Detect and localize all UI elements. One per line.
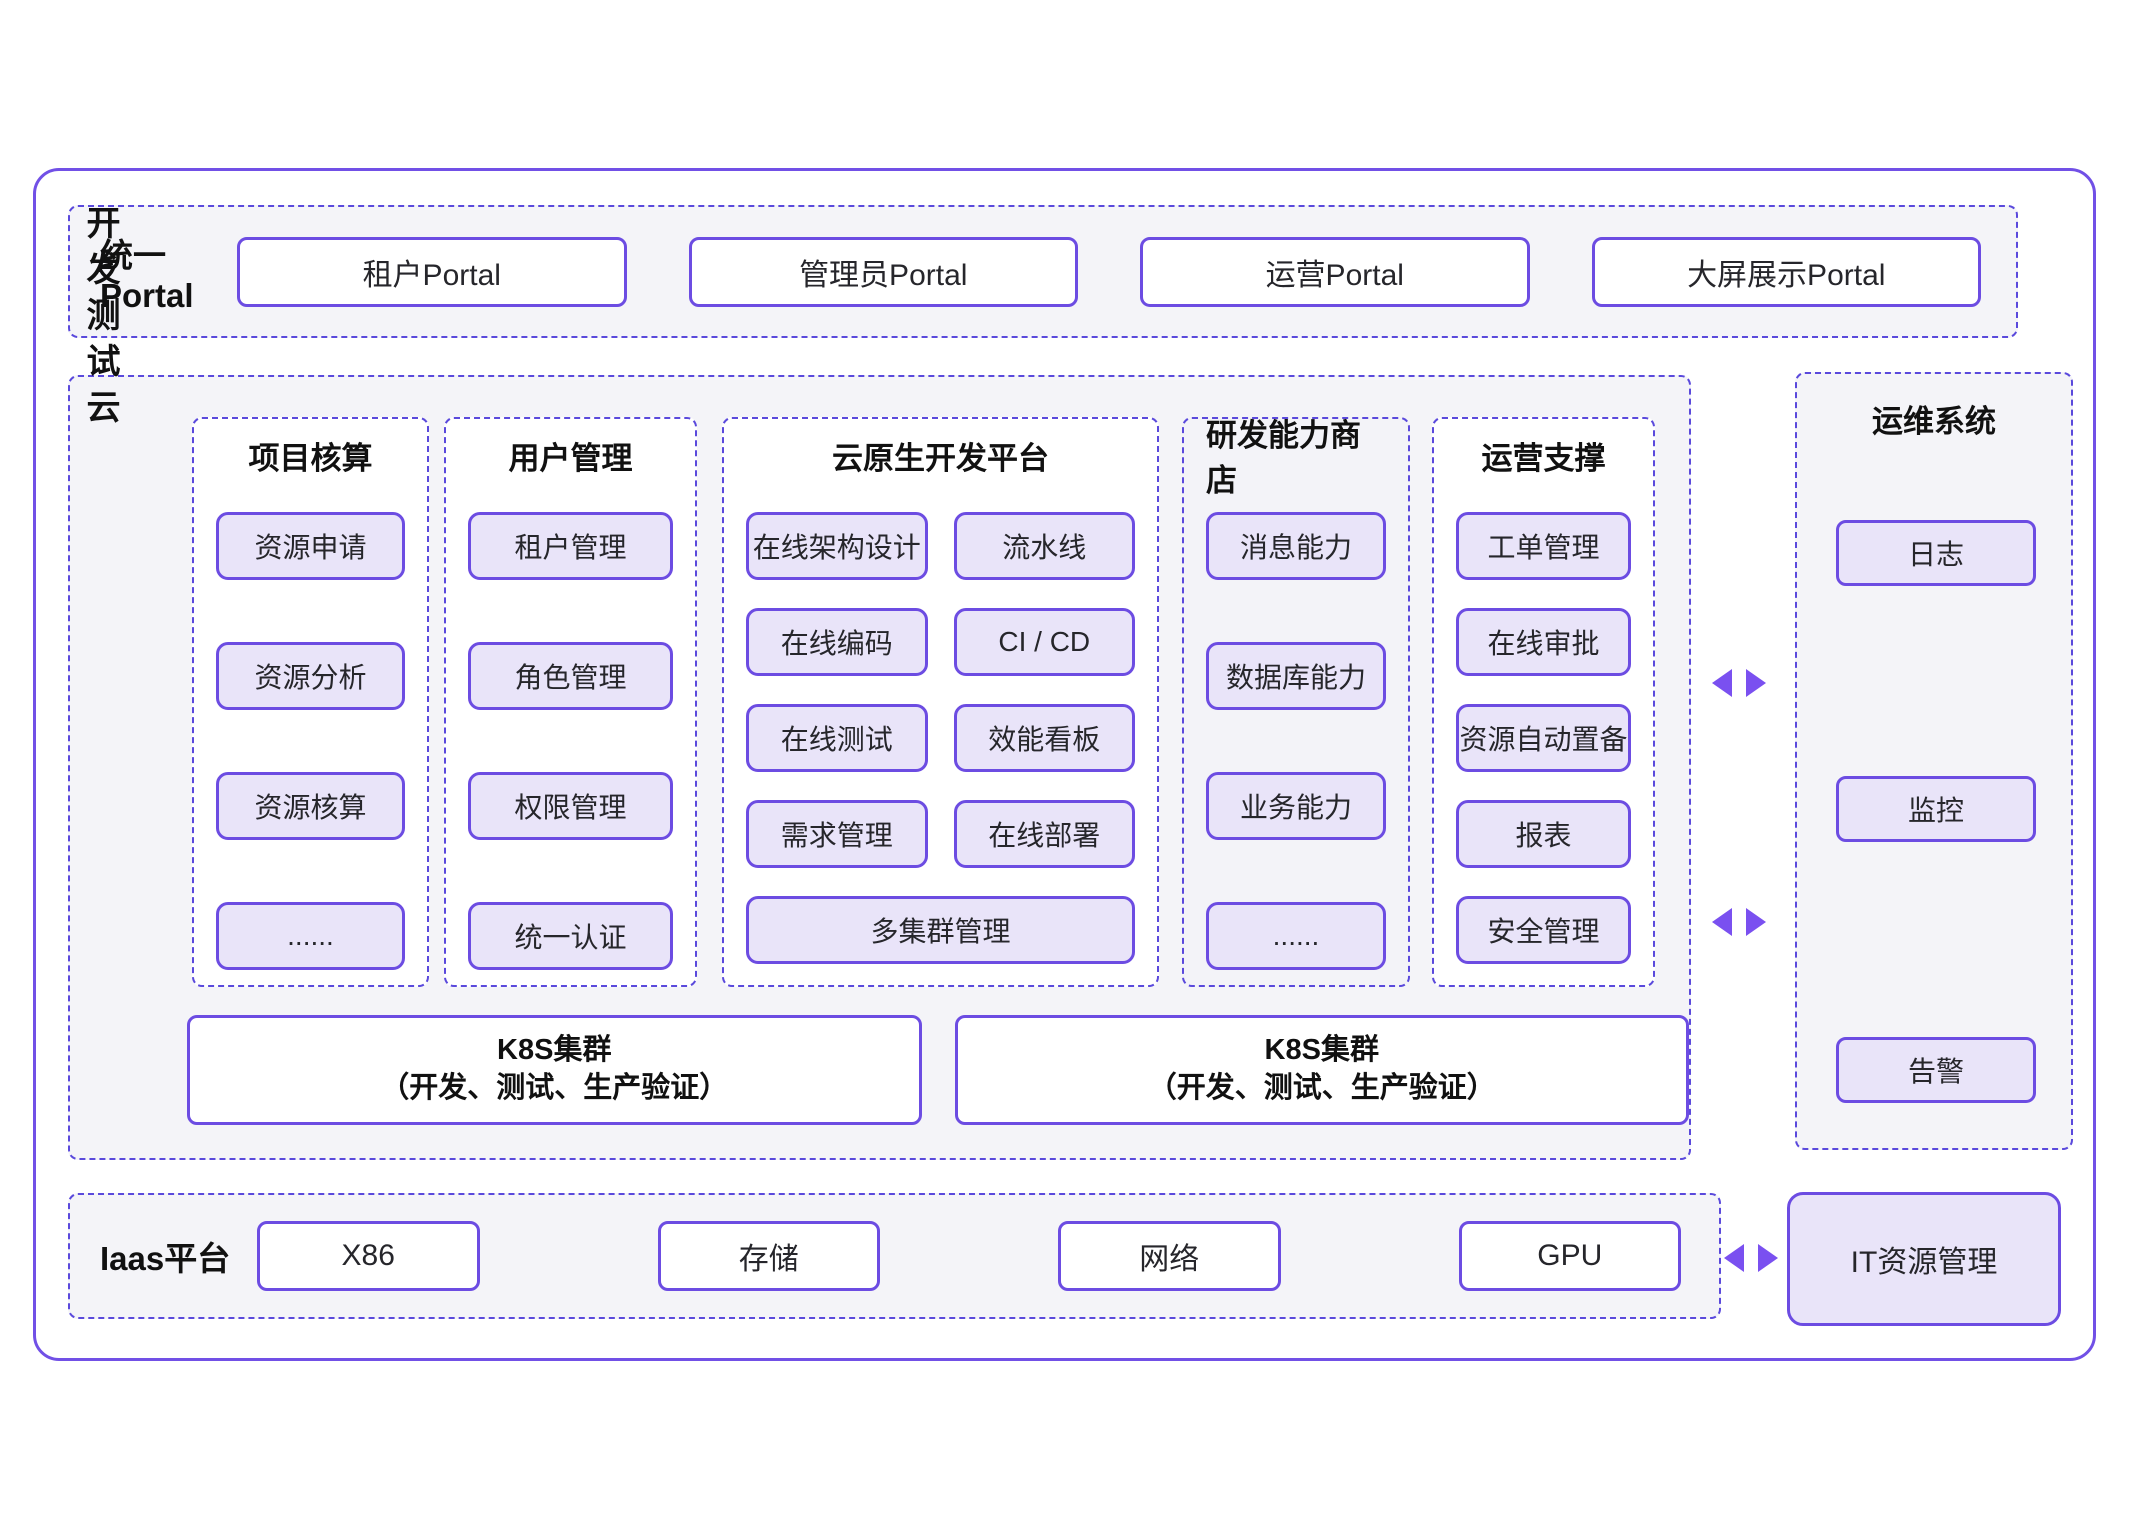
platform-column: 云原生开发平台在线架构设计流水线在线编码 CI / CD 在线测试效能看板需求管理在… bbox=[722, 417, 1159, 987]
capability-box: 消息能力 bbox=[1206, 512, 1386, 580]
unified-portal-section: 统一Portal 租户Portal 管理员Portal 运营Portal 大屏展示Po… bbox=[68, 205, 2018, 338]
unified-portal-label: 统一Portal bbox=[100, 236, 194, 314]
capability-box: 资源申请 bbox=[216, 512, 405, 580]
capability-box: 在线架构设计 bbox=[746, 512, 928, 580]
ops-system-panel: 运维系统 日志监控告警 bbox=[1795, 372, 2073, 1150]
capability-box: 在线编码 bbox=[746, 608, 928, 676]
capability-box: 流水线 bbox=[953, 512, 1135, 580]
capability-box: 效能看板 bbox=[953, 704, 1135, 772]
platform-column: 运营支撑工单管理在线审批资源自动置备报表安全管理 bbox=[1432, 417, 1655, 987]
platform-column: 用户管理租户管理角色管理权限管理统一认证 bbox=[444, 417, 697, 987]
capability-box: 资源自动置备 bbox=[1456, 704, 1631, 772]
k8s-row: K8S集群 （开发、测试、生产验证） K8S集群 （开发、测试、生产验证） bbox=[187, 1015, 1689, 1125]
column-title: 用户管理 bbox=[508, 440, 633, 476]
platform-columns: 项目核算资源申请资源分析资源核算......用户管理租户管理角色管理权限管理统一… bbox=[192, 417, 1655, 987]
column-items: 工单管理在线审批资源自动置备报表安全管理 bbox=[1456, 512, 1631, 964]
capability-box: 安全管理 bbox=[1456, 896, 1631, 964]
capability-box: 在线部署 bbox=[953, 800, 1135, 868]
capability-box: 工单管理 bbox=[1456, 512, 1631, 580]
k8s-cluster-subtitle: （开发、测试、生产验证） bbox=[1147, 1072, 1496, 1104]
portal-box: 管理员Portal bbox=[688, 236, 1078, 307]
iaas-platform-label: Iaas平台 bbox=[100, 1240, 231, 1277]
right-arrow-icon bbox=[1746, 669, 1766, 697]
column-title: 研发能力商店 bbox=[1206, 418, 1361, 498]
column-title: 项目核算 bbox=[248, 440, 373, 476]
portal-box: 运营Portal bbox=[1140, 236, 1530, 307]
bidirectional-arrow-middle bbox=[1712, 908, 1766, 936]
dev-test-cloud-section: 项目核算资源申请资源分析资源核算......用户管理租户管理角色管理权限管理统一… bbox=[68, 375, 1691, 1160]
left-arrow-icon bbox=[1712, 669, 1732, 697]
iaas-box: X86 bbox=[257, 1221, 480, 1291]
k8s-cluster-subtitle: （开发、测试、生产验证） bbox=[380, 1072, 729, 1104]
column-title: 运营支撑 bbox=[1481, 440, 1606, 476]
capability-box: 需求管理 bbox=[746, 800, 928, 868]
column-items: 消息能力数据库能力业务能力...... bbox=[1206, 512, 1386, 970]
bidirectional-arrow-top bbox=[1712, 669, 1766, 697]
column-title: 云原生开发平台 bbox=[832, 440, 1049, 476]
ops-box: 日志 bbox=[1836, 520, 2036, 586]
k8s-cluster-box: K8S集群 （开发、测试、生产验证） bbox=[954, 1015, 1689, 1125]
k8s-cluster-title: K8S集群 bbox=[1264, 1034, 1379, 1067]
capability-box: ...... bbox=[1206, 902, 1386, 970]
capability-box: 资源核算 bbox=[216, 772, 405, 840]
capability-box: 在线测试 bbox=[746, 704, 928, 772]
ops-box: 监控 bbox=[1836, 776, 2036, 842]
column-items: 资源申请资源分析资源核算...... bbox=[216, 512, 405, 970]
capability-box: CI / CD bbox=[953, 608, 1135, 676]
iaas-box-row: X86 存储 网络 GPU bbox=[257, 1221, 1719, 1291]
capability-box: 租户管理 bbox=[468, 512, 673, 580]
portal-box: 大屏展示Portal bbox=[1591, 236, 1981, 307]
ops-box: 告警 bbox=[1836, 1037, 2036, 1103]
capability-box: 角色管理 bbox=[468, 642, 673, 710]
capability-box: 业务能力 bbox=[1206, 772, 1386, 840]
it-resource-management-box: IT资源管理 bbox=[1787, 1192, 2061, 1326]
column-items: 在线架构设计流水线在线编码 CI / CD 在线测试效能看板需求管理在线部署 bbox=[746, 512, 1135, 868]
iaas-box: 存储 bbox=[657, 1221, 880, 1291]
iaas-box: 网络 bbox=[1058, 1221, 1281, 1291]
left-arrow-icon bbox=[1724, 1244, 1744, 1272]
capability-box: 报表 bbox=[1456, 800, 1631, 868]
capability-box: 多集群管理 bbox=[746, 896, 1135, 964]
platform-column: 项目核算资源申请资源分析资源核算...... bbox=[192, 417, 429, 987]
portal-box-row: 租户Portal 管理员Portal 运营Portal 大屏展示Portal bbox=[237, 236, 1981, 307]
ops-system-title: 运维系统 bbox=[1872, 404, 1996, 439]
k8s-cluster-box: K8S集群 （开发、测试、生产验证） bbox=[187, 1015, 922, 1125]
capability-box: ...... bbox=[216, 902, 405, 970]
right-arrow-icon bbox=[1758, 1244, 1778, 1272]
capability-box: 数据库能力 bbox=[1206, 642, 1386, 710]
platform-column: 研发能力商店消息能力数据库能力业务能力...... bbox=[1182, 417, 1410, 987]
capability-box: 资源分析 bbox=[216, 642, 405, 710]
column-items: 租户管理角色管理权限管理统一认证 bbox=[468, 512, 673, 970]
k8s-cluster-title: K8S集群 bbox=[497, 1034, 612, 1067]
iaas-box: GPU bbox=[1458, 1221, 1681, 1291]
capability-box: 权限管理 bbox=[468, 772, 673, 840]
right-arrow-icon bbox=[1746, 908, 1766, 936]
portal-box: 租户Portal bbox=[237, 236, 627, 307]
iaas-platform-section: Iaas平台 X86 存储 网络 GPU bbox=[68, 1193, 1721, 1319]
dev-test-cloud-label: 开发测试云 bbox=[81, 205, 119, 435]
left-arrow-icon bbox=[1712, 908, 1732, 936]
capability-box: 统一认证 bbox=[468, 902, 673, 970]
bidirectional-arrow-bottom bbox=[1724, 1244, 1778, 1272]
capability-box: 在线审批 bbox=[1456, 608, 1631, 676]
